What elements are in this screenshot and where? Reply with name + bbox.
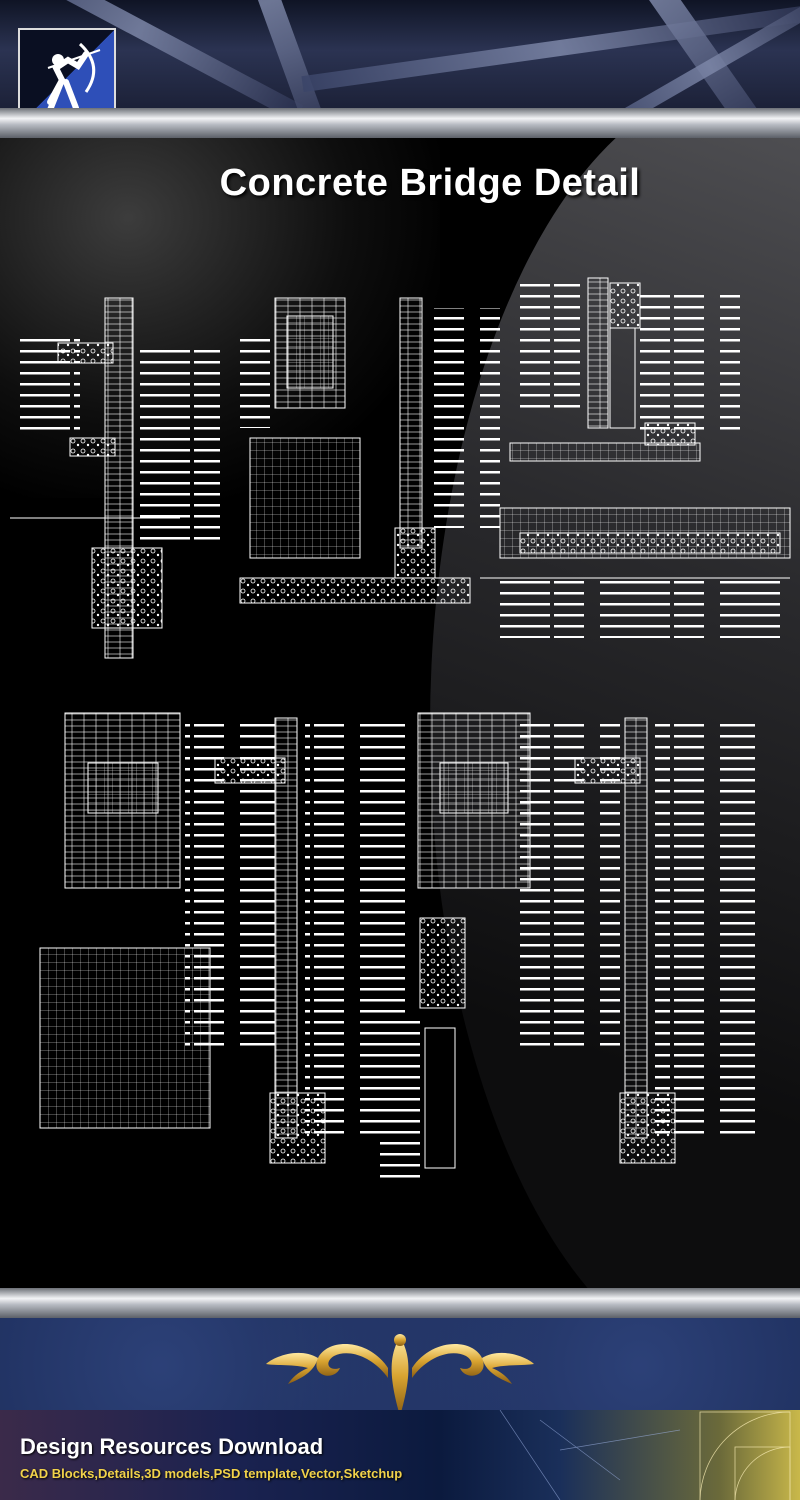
gold-ornament-icon	[266, 1334, 534, 1416]
cad-detail-left-wall	[10, 297, 220, 659]
page-title: Concrete Bridge Detail	[219, 162, 641, 204]
cad-drawing-sheet	[10, 277, 791, 1178]
header-banner	[0, 0, 800, 112]
metal-divider-bottom	[0, 1288, 800, 1318]
cad-detail-bottom-right	[380, 712, 755, 1178]
footer: Design Resources Download CAD Blocks,Det…	[0, 1318, 800, 1500]
metal-divider-top	[0, 108, 800, 138]
main-panel: Concrete Bridge Detail	[0, 138, 800, 1288]
cad-detail-center-window	[239, 297, 500, 604]
footer-strip	[0, 1410, 800, 1500]
archer-logo-icon	[18, 28, 116, 112]
cad-detail-right-section	[480, 507, 791, 638]
footer-title: Design Resources Download	[20, 1434, 324, 1459]
cad-detail-right-top	[509, 277, 740, 462]
cad-detail-bottom-left	[39, 712, 405, 1164]
footer-subtitle: CAD Blocks,Details,3D models,PSD templat…	[20, 1466, 403, 1481]
